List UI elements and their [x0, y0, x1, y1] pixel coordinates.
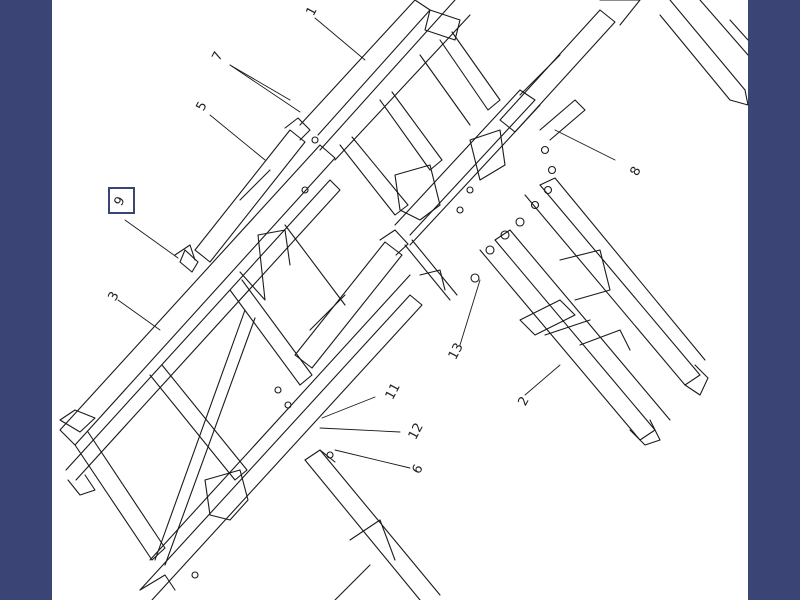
- callout-9: 9: [111, 194, 129, 209]
- arm-upper-right: [659, 0, 749, 106]
- frame-left-assembly: [59, 144, 423, 600]
- frame-right-part-2: [479, 177, 709, 446]
- frame-bottom: [304, 449, 441, 600]
- callout-9-highlight[interactable]: 9: [108, 187, 135, 214]
- cylinder-upper-right: [499, 0, 641, 141]
- frame-center-assembly: [299, 0, 541, 246]
- cylinder-center: [294, 229, 409, 369]
- drawing-page[interactable]: [52, 0, 748, 600]
- hardware-pins: [174, 136, 557, 579]
- cylinder-part-5: [179, 117, 311, 273]
- leader-lines: [117, 17, 616, 469]
